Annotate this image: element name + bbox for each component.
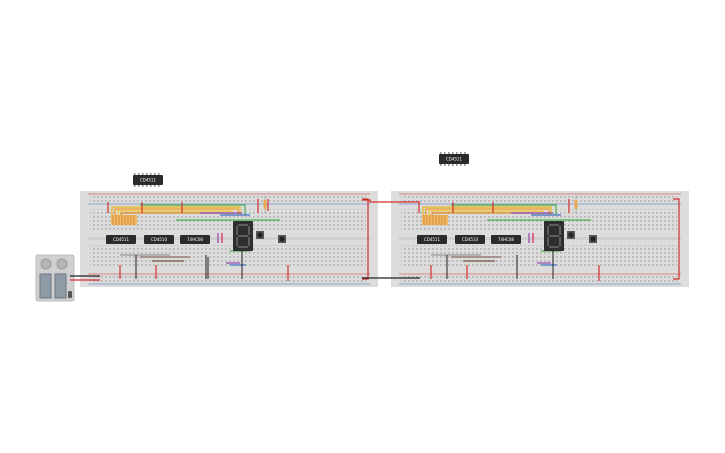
board-right-ic-2[interactable]: CD4510 xyxy=(455,235,485,244)
battery-pack-icon[interactable] xyxy=(35,254,75,302)
battery-wires[interactable] xyxy=(70,275,100,281)
board-left-ic-2[interactable]: CD4510 xyxy=(144,235,174,244)
resistor[interactable] xyxy=(263,196,267,213)
board-right-ic-1-label: CD4511 xyxy=(424,237,441,242)
board-right-ic-2-label: CD4510 xyxy=(462,237,479,242)
floating-ic-left[interactable]: CD4511 xyxy=(133,173,163,187)
inter-board-wires[interactable] xyxy=(362,199,420,279)
slide-switch-icon[interactable] xyxy=(68,291,72,298)
floating-ic-right[interactable]: CD4511 xyxy=(439,152,469,166)
floating-ic-right-label: CD4511 xyxy=(446,157,463,162)
board-left-ic-1[interactable]: CD4511 xyxy=(106,235,136,244)
push-button-1[interactable] xyxy=(256,231,264,239)
floating-ic-left-label: CD4511 xyxy=(140,178,157,183)
push-button-4[interactable] xyxy=(589,235,597,243)
breadboard-left[interactable]: CD4511 CD4510 74HC08 xyxy=(80,191,378,287)
wire-bundle-top[interactable] xyxy=(111,204,280,221)
push-button-2[interactable] xyxy=(278,235,286,243)
seven-segment-display xyxy=(233,221,253,251)
board-left-ic-2-label: CD4510 xyxy=(151,237,168,242)
board-left-ic-3-label: 74HC08 xyxy=(187,237,203,242)
push-button-3[interactable] xyxy=(567,231,575,239)
board-right-ic-3-label: 74HC08 xyxy=(498,237,514,242)
resistor-array[interactable] xyxy=(111,215,137,225)
board-left-ic-1-label: CD4511 xyxy=(113,237,130,242)
wire-bundle-top-2[interactable] xyxy=(422,204,591,221)
board-right-ic-3[interactable]: 74HC08 xyxy=(491,235,521,244)
red-jumpers-2[interactable] xyxy=(418,198,680,281)
board-right-ic-1[interactable]: CD4511 xyxy=(417,235,447,244)
resistor-2[interactable] xyxy=(574,196,578,213)
seven-segment-display-2 xyxy=(544,221,564,251)
breadboard-right[interactable]: CD4511 CD4510 74HC08 xyxy=(391,191,689,287)
red-jumpers[interactable] xyxy=(107,198,369,281)
resistor-array-2[interactable] xyxy=(422,215,448,225)
board-left-ic-3[interactable]: 74HC08 xyxy=(180,235,210,244)
